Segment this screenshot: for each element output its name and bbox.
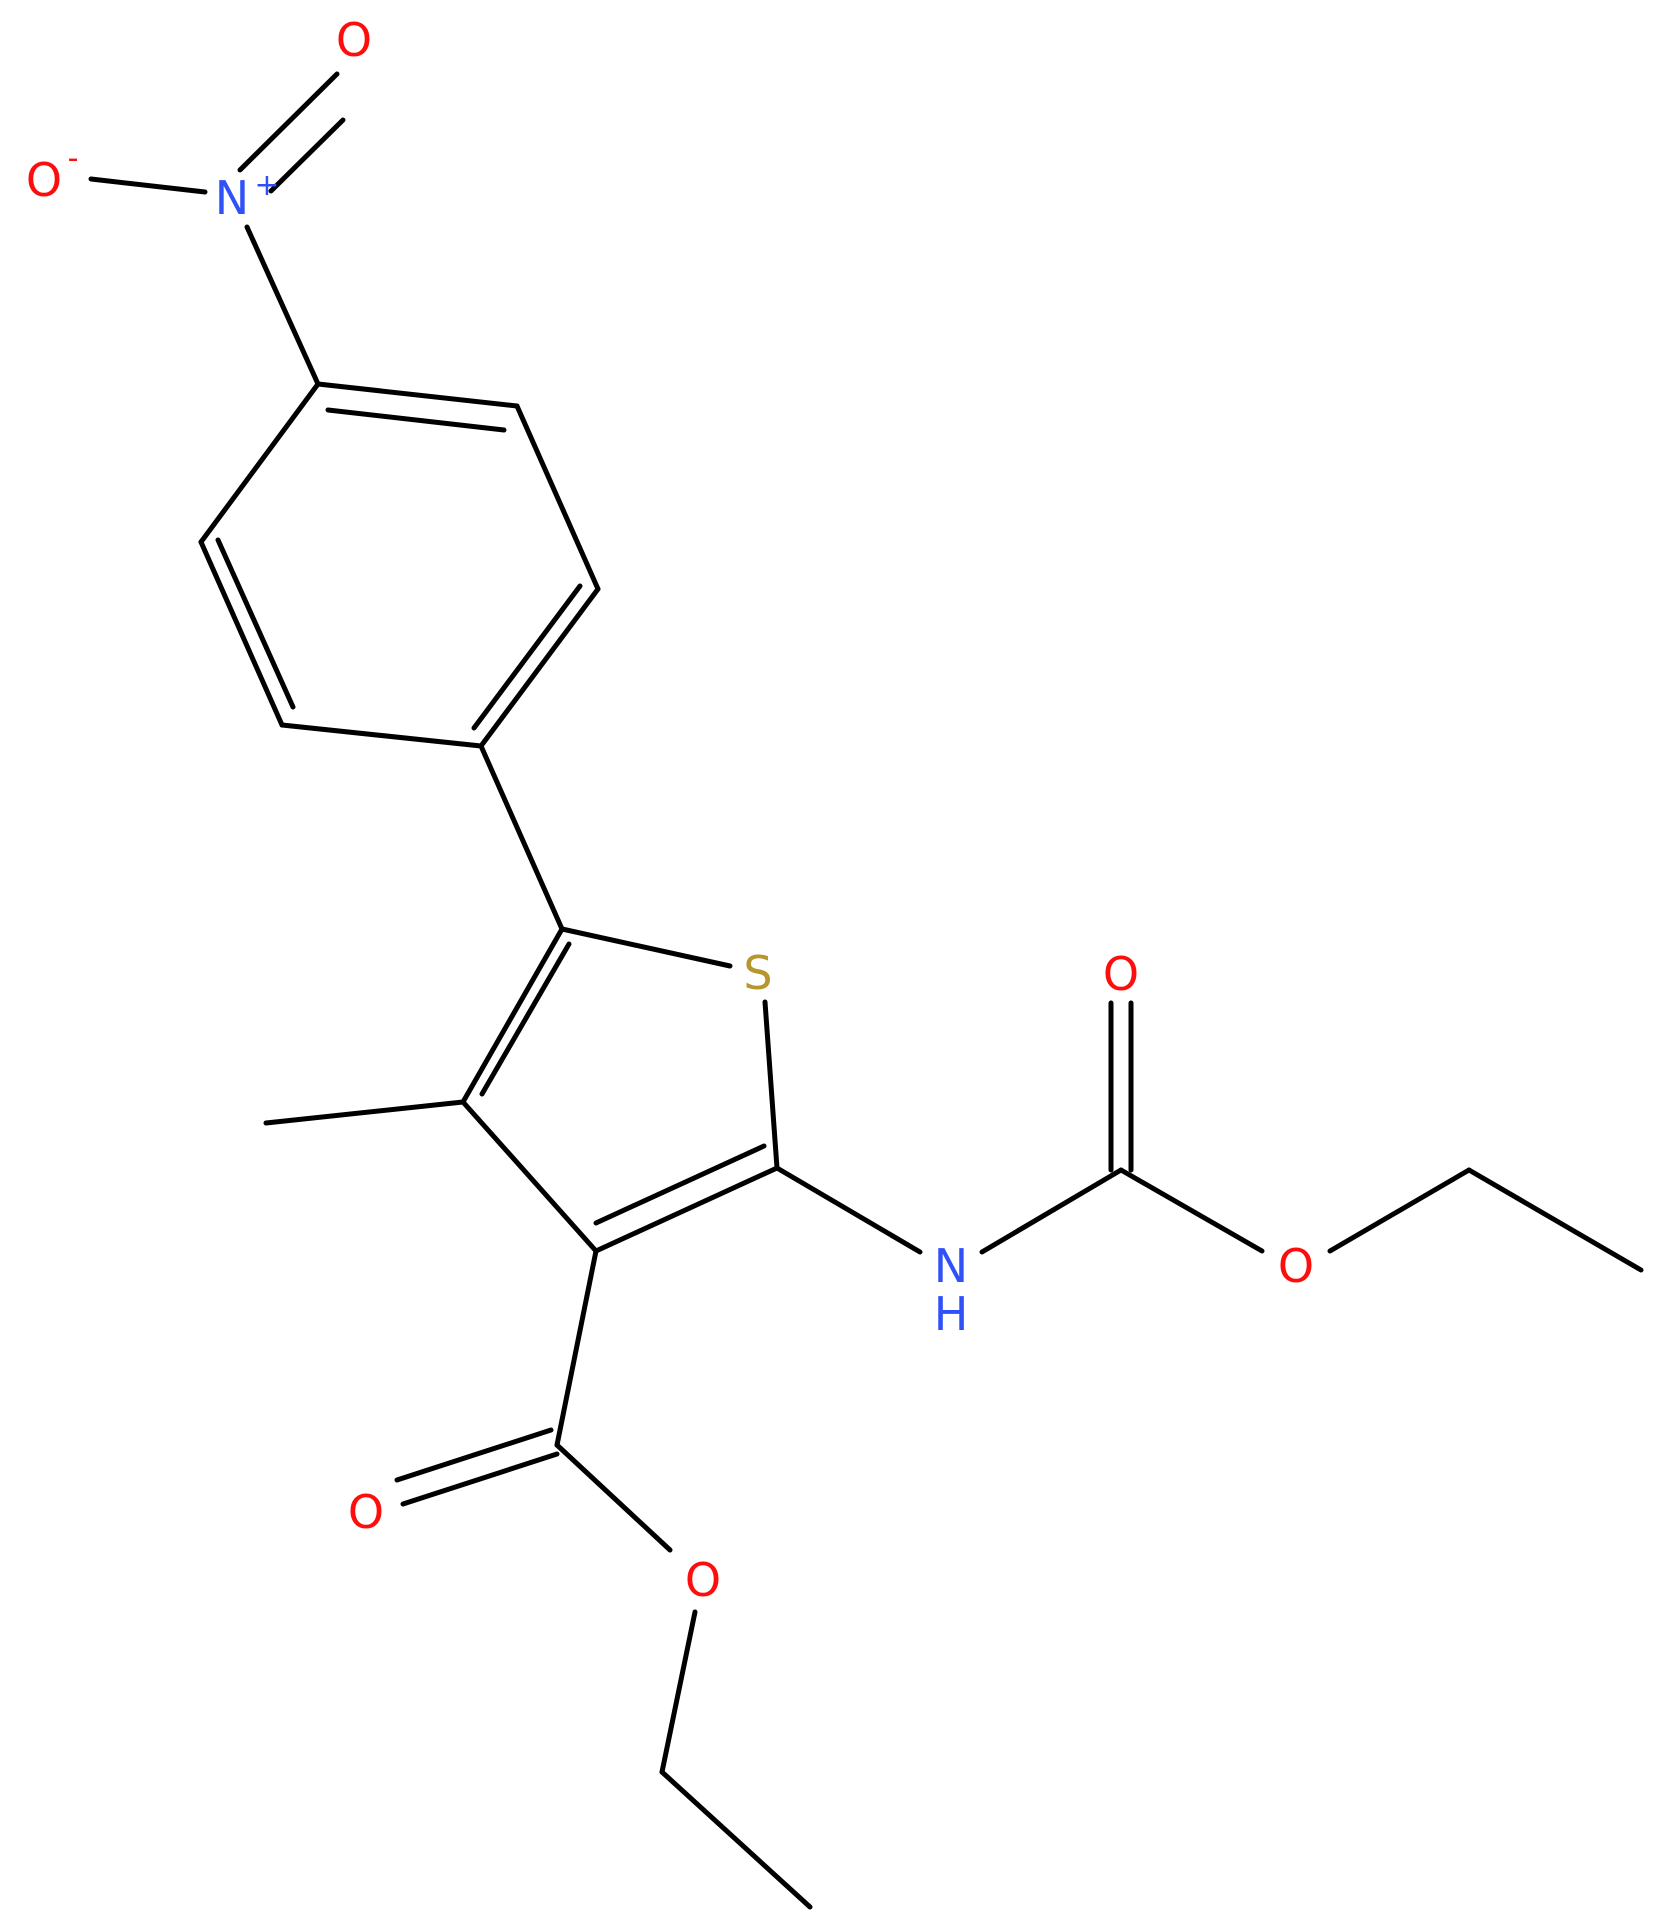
benzene-bond-1-inner (325, 407, 507, 433)
bond-n-o-single (88, 176, 208, 195)
bond-c3-ester-c (554, 1248, 599, 1448)
thiophene-bond-c5-s (559, 926, 733, 969)
charge-minus: - (68, 141, 79, 176)
benzene-bond-1 (315, 381, 520, 409)
bond-o-ch2 (659, 1609, 698, 1775)
benzene-bond-6 (198, 381, 321, 545)
bond-aryl-thiophene (478, 743, 565, 932)
thiophene-ring (460, 926, 780, 1254)
carbamate-group (774, 1000, 1644, 1273)
bond-ester-c-o (554, 1442, 673, 1553)
atom-s: S (743, 946, 772, 1000)
benzene-bond-4 (279, 722, 484, 749)
atom-o-carbamate-ether: O (1278, 1239, 1314, 1293)
thiophene-bond-c4-c5-inner (479, 941, 572, 1097)
atom-o-ester-ether: O (685, 1553, 721, 1607)
atom-h-amide: H (934, 1287, 969, 1341)
bond-c2-nh (774, 1165, 923, 1255)
bond-n-aryl (244, 224, 321, 387)
benzene-bond-2 (514, 403, 601, 592)
bond-n-o-double-a (237, 71, 340, 173)
atom-n-amide: N (934, 1239, 968, 1293)
bond-ch2-ch3 (1466, 1167, 1644, 1273)
bond-methyl (263, 1099, 466, 1126)
bond-n-o-double-b (268, 117, 346, 194)
atom-o-nitro-left: O (26, 153, 62, 207)
bond-nh-carbonyl (979, 1167, 1124, 1255)
thiophene-bond-c2-c3 (593, 1165, 780, 1254)
bond-ester-co-a (394, 1427, 554, 1483)
thiophene-bond-c4-c5 (460, 926, 565, 1105)
bond-ch2-ch3-ester (659, 1769, 813, 1910)
thiophene-bond-s-c2 (762, 999, 780, 1171)
benzene-bond-3 (478, 586, 601, 749)
bond-oether-ch2 (1327, 1167, 1472, 1254)
atom-o-nitro-top: O (336, 13, 372, 67)
charge-plus: + (254, 168, 279, 203)
thiophene-bond-c2-c3-inner (593, 1143, 767, 1226)
thiophene-bond-c3-c4 (460, 1099, 599, 1254)
benzene-bond-3-inner (471, 583, 583, 731)
atom-labels: O O - N + S O N H O O O (26, 13, 1314, 1607)
atom-o-carbamate-carbonyl: O (1103, 947, 1139, 1001)
atom-n-nitro: N (215, 171, 249, 225)
ester-group (394, 1248, 813, 1910)
benzene-ring (198, 381, 601, 749)
bond-carbonyl-oether (1118, 1167, 1265, 1254)
nitro-group (88, 71, 346, 387)
atom-o-ester-carbonyl: O (348, 1485, 384, 1539)
benzene-bond-5-inner (215, 537, 296, 710)
bond-ester-co-b (400, 1451, 560, 1507)
benzene-bond-5 (198, 539, 285, 728)
